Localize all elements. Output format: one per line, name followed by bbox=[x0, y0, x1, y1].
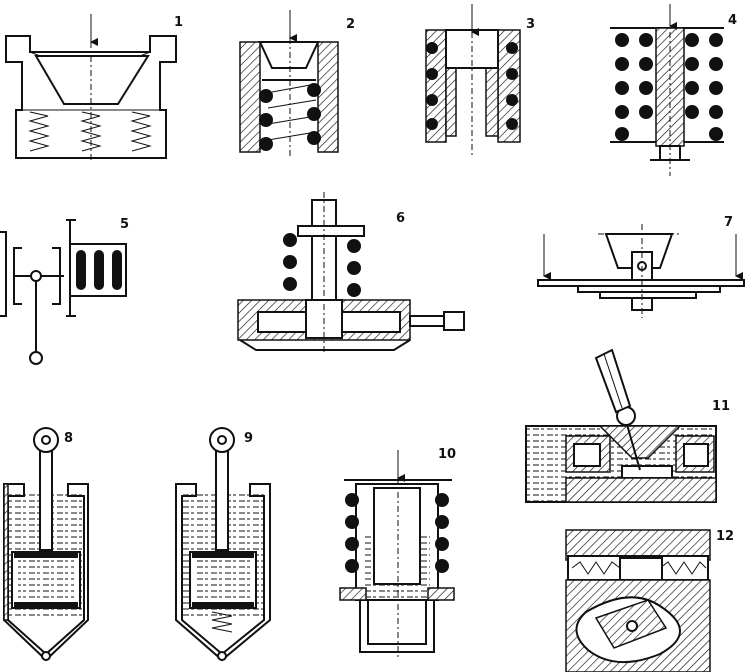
label-1: 1 bbox=[174, 15, 183, 30]
label-10: 10 bbox=[438, 447, 456, 462]
label-11: 11 bbox=[712, 399, 730, 414]
label-7: 7 bbox=[724, 215, 733, 230]
figure-10 bbox=[339, 450, 455, 660]
figure-5 bbox=[0, 219, 127, 365]
figure-9 bbox=[175, 427, 271, 662]
label-6: 6 bbox=[396, 211, 405, 226]
figure-12 bbox=[565, 529, 711, 672]
label-2: 2 bbox=[346, 17, 355, 32]
label-8: 8 bbox=[64, 431, 73, 446]
figure-1 bbox=[5, 14, 177, 160]
figure-4 bbox=[610, 4, 724, 176]
figure-8 bbox=[3, 427, 89, 662]
label-12: 12 bbox=[716, 529, 734, 544]
figure-11 bbox=[525, 348, 717, 503]
label-5: 5 bbox=[120, 217, 129, 232]
label-9: 9 bbox=[244, 431, 253, 446]
figure-7 bbox=[537, 224, 745, 318]
figure-3 bbox=[425, 4, 521, 158]
figure-6 bbox=[237, 192, 465, 352]
label-4: 4 bbox=[728, 13, 737, 28]
label-3: 3 bbox=[526, 17, 535, 32]
figure-2 bbox=[239, 10, 339, 156]
